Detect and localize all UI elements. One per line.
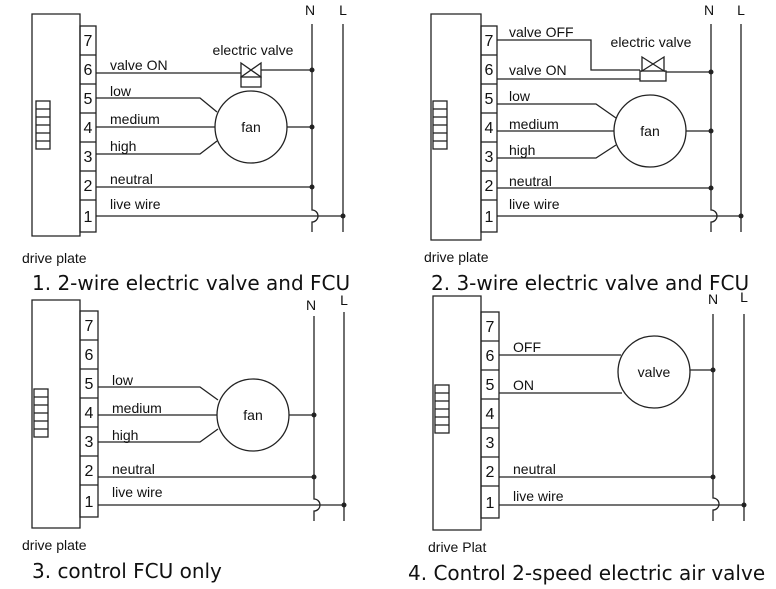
terminal-7: 7 [84,33,93,50]
drive-plate-label: drive plate [22,537,87,553]
fan-label: fan [241,119,260,135]
wire-label-off: OFF [513,339,541,355]
neutral-rail [313,316,321,521]
live-rail-label: L [340,292,348,308]
wire-label-high: high [110,138,136,154]
terminal-3: 3 [485,149,494,166]
wire-label-live: live wire [509,196,560,212]
live-rail-label: L [737,2,745,18]
wire-label-live: live wire [112,484,163,500]
terminal-2: 2 [486,464,495,481]
valve-circle [617,335,691,409]
terminal-1: 1 [486,495,495,512]
caption: 3. control FCU only [32,559,222,583]
electric-valve-label: electric valve [611,34,692,50]
wire-label-neutral: neutral [509,173,552,189]
wire-label-valve-on: valve ON [110,57,168,73]
terminal-4: 4 [85,405,94,422]
neutral-rail-label: N [305,2,315,18]
neutral-rail-label: N [306,297,316,313]
terminal-7: 7 [85,318,94,335]
live-rail-label: L [339,2,347,18]
terminal-5: 5 [485,91,494,108]
wire-label-high: high [112,427,138,443]
electric-valve-label: electric valve [213,42,294,58]
neutral-rail [710,24,718,232]
terminal-2: 2 [84,178,93,195]
terminal-5: 5 [84,91,93,108]
connector-icon [33,388,49,438]
neutral-rail-label: N [708,291,718,307]
connector-icon [434,384,450,434]
terminal-6: 6 [85,347,94,364]
terminal-4: 4 [485,120,494,137]
wire-label-neutral: neutral [513,461,556,477]
terminal-block [79,25,97,233]
terminal-block [480,25,498,233]
fan-label: fan [243,407,262,423]
terminal-6: 6 [485,62,494,79]
fan-label: fan [640,123,659,139]
wire-label-neutral: neutral [110,171,153,187]
wire-label-live: live wire [110,196,161,212]
terminal-4: 4 [486,406,495,423]
wire-label-low: low [112,372,134,388]
wire-label-live: live wire [513,488,564,504]
terminal-1: 1 [85,494,94,511]
diagram-2: 7 6 5 4 3 2 1 N L electric valve valve O… [424,2,749,295]
wire-label-on: ON [513,377,534,393]
terminal-6: 6 [84,62,93,79]
live-rail-label: L [740,289,748,305]
neutral-rail-label: N [704,2,714,18]
terminal-5: 5 [85,376,94,393]
terminal-4: 4 [84,120,93,137]
drive-plate-label: drive plate [22,250,87,266]
valve-label: valve [638,364,671,380]
wire-label-medium: medium [112,400,162,416]
terminal-3: 3 [84,149,93,166]
drive-plate-outline [31,299,81,529]
terminal-3: 3 [486,435,495,452]
wire-label-valve-on: valve ON [509,62,567,78]
wire-label-medium: medium [509,116,559,132]
terminal-1: 1 [485,209,494,226]
terminal-1: 1 [84,209,93,226]
caption: 4. Control 2-speed electric air valve [408,561,765,585]
drive-plate-label: drive plate [424,249,489,265]
terminal-5: 5 [486,377,495,394]
terminal-7: 7 [486,319,495,336]
neutral-rail [712,314,720,521]
wire-label-medium: medium [110,111,160,127]
electric-valve-icon [240,61,262,88]
wire-label-high: high [509,142,535,158]
wire-label-low: low [509,88,531,104]
drive-plate-outline [430,13,482,241]
terminal-3: 3 [85,434,94,451]
diagram-3: 7 6 5 4 3 2 1 N L fan low medium high ne… [22,292,348,583]
drive-plate-label: drive Plat [428,539,486,555]
caption: 1. 2-wire electric valve and FCU [32,271,350,295]
wire-label-low: low [110,83,132,99]
caption: 2. 3-wire electric valve and FCU [431,271,749,295]
terminal-2: 2 [85,463,94,480]
terminal-7: 7 [485,33,494,50]
drive-plate-outline [31,13,81,237]
connector-icon [35,100,51,150]
terminal-2: 2 [485,178,494,195]
wire-label-neutral: neutral [112,461,155,477]
electric-valve-icon [639,55,667,82]
diagram-1: 7 6 5 4 3 2 1 N L electric valve valve O… [22,2,350,295]
drive-plate-outline [432,295,482,531]
connector-icon [432,100,448,150]
diagram-4: 7 6 5 4 3 2 1 N L valve OFF ON neutral l… [408,289,765,585]
terminal-block [79,310,99,518]
terminal-6: 6 [486,348,495,365]
terminal-block [480,311,500,519]
wire-label-valve-off: valve OFF [509,24,574,40]
